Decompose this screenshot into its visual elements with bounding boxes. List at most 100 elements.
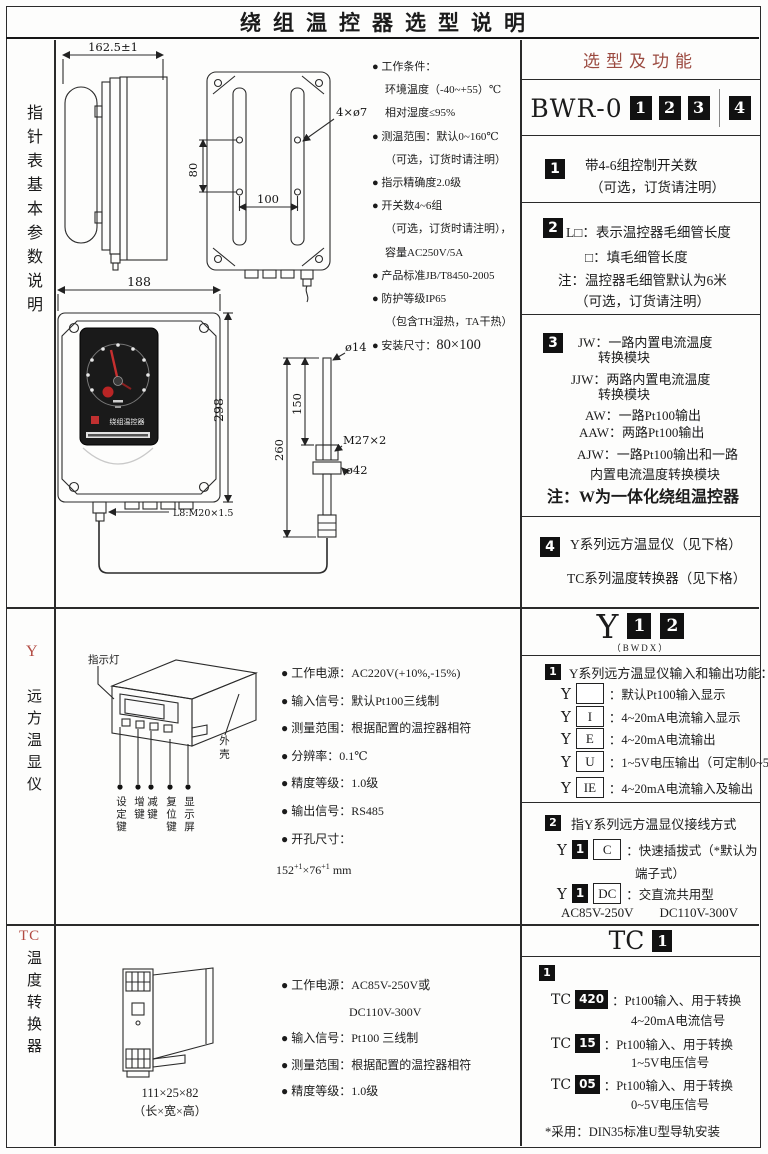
- spec-line: （包含TH湿热，TA干热）: [385, 316, 513, 329]
- option-text: JJW：两路内置电流温度: [571, 372, 711, 387]
- dim-d42: ø42: [346, 463, 368, 477]
- option-text: AJW：一路Pt100输出和一路: [577, 447, 739, 462]
- rc-divider: [521, 802, 760, 804]
- spec-line: ● 精度等级：1.0级: [281, 1084, 379, 1098]
- side-view: [62, 51, 168, 271]
- label-key-reset: 复位键: [165, 796, 176, 834]
- page-title: 绕组温控器选型说明: [6, 6, 759, 39]
- y-series-header: Y 1 2 （BWDX）: [521, 606, 760, 655]
- code-box-filled: 1: [571, 840, 589, 859]
- option-text: L□：表示温控器毛细管长度: [566, 225, 731, 240]
- spec-line: ● 产品标准JB/T8450-2005: [372, 269, 495, 282]
- code-box: [575, 683, 604, 704]
- label-key-inc: 增键: [133, 796, 144, 821]
- dim-gland: L8:M20×1.5: [173, 508, 233, 519]
- tc-pos-1: 1: [652, 929, 673, 952]
- y-variant-row: YU：1~5V电压输出（可定制0~5V）: [561, 751, 768, 772]
- option-text: □：填毛细管长度: [585, 250, 688, 265]
- code-box: IE: [575, 777, 604, 798]
- model-separator: [718, 89, 720, 127]
- rc-divider: [521, 956, 760, 958]
- code-box: E: [575, 728, 604, 749]
- install-size-value: 80×100: [436, 337, 481, 354]
- option-block-2: 2 L□：表示温控器毛细管长度 □：填毛细管长度 注：温控器毛细管默认为6米 （…: [521, 203, 760, 314]
- probe-view: [283, 352, 350, 538]
- y-series-title: Y: [596, 606, 619, 646]
- spec-line: ● 开孔尺寸：: [281, 831, 352, 846]
- option-text: JW：一路内置电流温度: [578, 335, 713, 350]
- dim-150: 150: [290, 393, 304, 415]
- tc-module-drawing: [122, 967, 214, 1078]
- divider-section-tc: [6, 924, 759, 926]
- code-box: I: [575, 706, 604, 727]
- tc-size-note: （长×宽×高）: [133, 1104, 207, 1118]
- model-pos-3: 3: [687, 96, 710, 120]
- tc-variant-cont: 0~5V电压信号: [631, 1098, 710, 1112]
- option-badge-4: 4: [540, 537, 560, 557]
- spec-line: ● 输入信号：Pt100 三线制: [281, 1031, 419, 1045]
- row-label-tc-code: TC: [19, 928, 41, 944]
- y-spec-list: ● 工作电源：AC220V(+10%,-15%) ● 输入信号：默认Pt100三…: [276, 660, 523, 885]
- label-key-dec: 减键: [146, 796, 157, 821]
- y-display-drawing: [97, 659, 259, 790]
- option-text: 带4-6组控制开关数: [585, 158, 698, 173]
- tc-series-title: TC: [608, 926, 645, 955]
- rc-divider: [521, 79, 760, 81]
- spec-line: 相对湿度≤95%: [385, 107, 456, 120]
- spec-line: ● 测量范围：根据配置的温控器相符: [281, 1057, 472, 1072]
- gauge-face: 绕组温控器: [79, 327, 159, 465]
- rc-divider: [521, 135, 760, 137]
- y-f2-badge: 2: [545, 815, 561, 831]
- spec-line: ● 精度等级：1.0级: [281, 776, 379, 791]
- label-indicator-lamp: 指示灯: [88, 655, 120, 666]
- code-box-filled: 05: [575, 1075, 600, 1094]
- code-box-filled: 420: [575, 990, 609, 1009]
- tc-variant-cont: 4~20mA电流信号: [631, 1014, 726, 1028]
- row-label-y-name: 远方温显仪: [25, 688, 41, 798]
- y-series-subtitle: （BWDX）: [611, 643, 670, 653]
- model-pos-2: 2: [658, 96, 681, 120]
- dim-holes: 4×ø7: [336, 105, 367, 119]
- option-text: Y系列远方温显仪（见下格）: [570, 537, 742, 552]
- option-text: 内置电流温度转换模块: [590, 467, 721, 482]
- front-view: [57, 286, 328, 574]
- option-block-1: 1 带4-6组控制开关数 （可选，订货请注明）: [521, 137, 760, 202]
- dim-m27: M27×2: [343, 433, 386, 447]
- code-box: U: [575, 751, 604, 772]
- selection-functions-header: 选型及功能: [583, 52, 698, 71]
- dim-d14: ø14: [345, 340, 367, 354]
- rear-view: [199, 71, 335, 303]
- spec-line: ● 工作电源：AC220V(+10%,-15%): [281, 666, 461, 680]
- dim-width-top: 162.5±1: [88, 40, 138, 54]
- label-shell: 外壳: [218, 735, 229, 762]
- pointer-spec-list: ● 工作条件： 环境温度（-40~+55）℃ 相对湿度≤95% ● 测温范围：默…: [372, 56, 522, 359]
- tc-badge: 1: [539, 965, 555, 981]
- tc-series-header: TC 1: [521, 925, 760, 956]
- spec-line: ● 工作条件：: [372, 61, 437, 73]
- spec-line: ● 输入信号：默认Pt100三线制: [281, 693, 440, 708]
- row-label-pointer: 指针表基本参数说明: [24, 104, 41, 320]
- code-box: C: [593, 839, 622, 860]
- spec-line: （可选，订货时请注明），: [385, 223, 512, 236]
- spec-line: ● 输出信号：RS485: [281, 803, 384, 818]
- spec-line-install: ● 安装尺寸：80×100: [372, 337, 481, 354]
- spec-line: ● 测温范围：默认0~160℃: [372, 130, 499, 143]
- dim-188: 188: [127, 274, 151, 289]
- y-pos-1: 1: [627, 613, 652, 639]
- spec-line: ● 分辨率：0.1℃: [281, 748, 368, 763]
- y-f1-badge: 1: [545, 664, 561, 680]
- dim-100: 100: [257, 192, 279, 206]
- y-pos-2: 2: [660, 613, 685, 639]
- row-label-tc-name: 温度转换器: [25, 950, 41, 1060]
- rc-divider: [521, 516, 760, 518]
- option-badge-2: 2: [543, 218, 563, 238]
